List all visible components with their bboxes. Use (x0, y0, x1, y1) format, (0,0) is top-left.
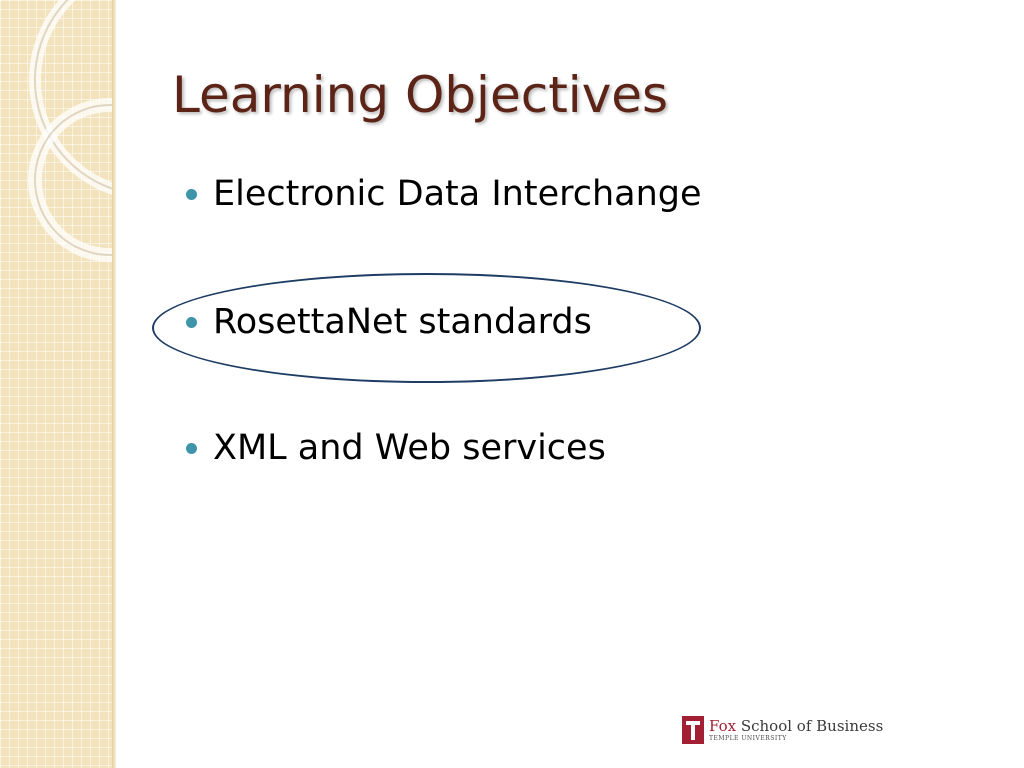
sidebar-edge (112, 0, 116, 768)
deco-circle-large (29, 0, 112, 195)
decorative-circles (28, 0, 112, 262)
bullet-text: XML and Web services (213, 428, 606, 468)
sidebar-pattern (0, 0, 112, 768)
bullet-text: Electronic Data Interchange (213, 174, 702, 214)
bullet-dot-icon (186, 188, 197, 200)
deco-circle-large-outline (34, 0, 112, 190)
deco-circle-small (28, 98, 112, 262)
logo-subtitle: TEMPLE UNIVERSITY (709, 735, 787, 742)
deco-circle-small-outline (34, 104, 112, 256)
bullet-dot-icon (186, 442, 197, 454)
bullet-item-edi: Electronic Data Interchange (186, 174, 702, 214)
logo-text: Fox School of Business TEMPLE UNIVERSITY (709, 717, 884, 743)
temple-t-icon (682, 716, 704, 744)
logo-name: Fox School of Business (709, 717, 884, 735)
highlight-ellipse (152, 273, 701, 383)
slide-title: Learning Objectives (172, 66, 669, 124)
bullet-item-xml: XML and Web services (186, 428, 606, 468)
fox-school-logo: Fox School of Business TEMPLE UNIVERSITY (682, 716, 883, 744)
